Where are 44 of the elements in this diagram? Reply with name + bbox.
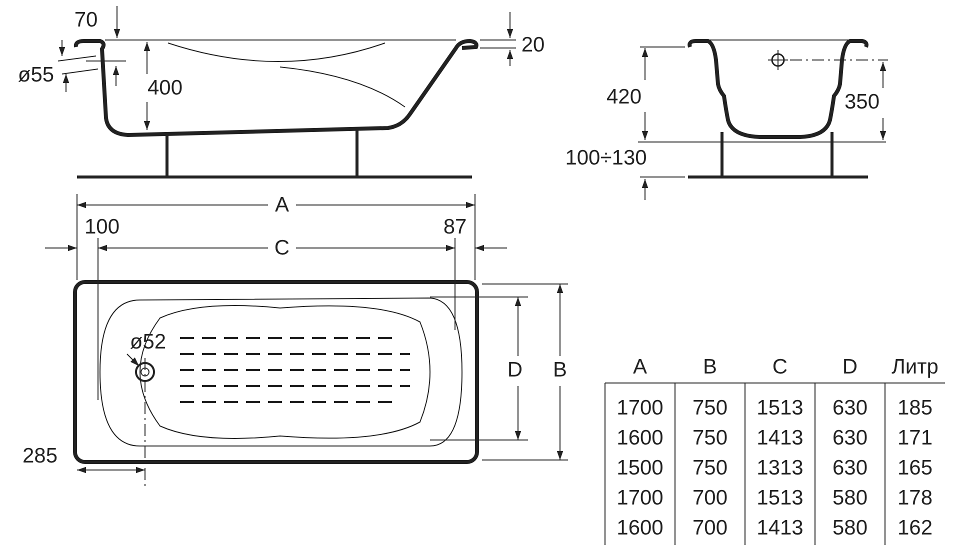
dimension-label: C	[274, 238, 290, 258]
table-cell: 750	[692, 458, 728, 478]
dimension-label: 20	[521, 34, 545, 56]
dimension-label: 70	[74, 10, 98, 30]
table-cell: 580	[832, 518, 868, 538]
dimension-label: D	[507, 360, 523, 380]
table-cell: 750	[692, 398, 728, 418]
dimension-label: B	[553, 360, 567, 380]
table-cell: 1413	[756, 428, 804, 448]
dimension-label: 285	[22, 446, 58, 466]
column-header: A	[633, 356, 647, 378]
table-cell: 185	[897, 398, 933, 418]
table-cell: 700	[692, 488, 728, 508]
table-cell: 165	[897, 458, 933, 478]
table-cell: 1600	[616, 428, 664, 448]
table-cell: 1600	[616, 518, 664, 538]
column-header: B	[703, 356, 717, 378]
table-cell: 178	[897, 488, 933, 508]
table-cell: 630	[832, 458, 868, 478]
dimension-label: A	[275, 194, 289, 216]
table-cell: 1700	[616, 488, 664, 508]
dimension-label: 87	[443, 216, 467, 238]
dimension-label: ø55	[18, 64, 54, 86]
table-cell: 1700	[616, 398, 664, 418]
table-cell: 162	[897, 518, 933, 538]
table-cell: 171	[897, 428, 933, 448]
dimension-label: 350	[844, 92, 880, 112]
table-cell: 1513	[756, 398, 804, 418]
table-cell: 1500	[616, 458, 664, 478]
table-cell: 1513	[756, 488, 804, 508]
table-cell: 1413	[756, 518, 804, 538]
column-header: D	[842, 356, 858, 378]
table-cell: 750	[692, 428, 728, 448]
table-cell: 1313	[756, 458, 804, 478]
dimension-label: 100÷130	[565, 148, 647, 168]
table-cell: 580	[832, 488, 868, 508]
column-header: Литр	[892, 356, 938, 378]
dimension-label: 420	[606, 86, 642, 108]
table-cell: 630	[832, 428, 868, 448]
column-header: C	[772, 356, 788, 378]
table-cell: 630	[832, 398, 868, 418]
table-cell: 700	[692, 518, 728, 538]
dimension-label: 100	[84, 216, 120, 238]
dimension-label: 400	[147, 78, 183, 98]
